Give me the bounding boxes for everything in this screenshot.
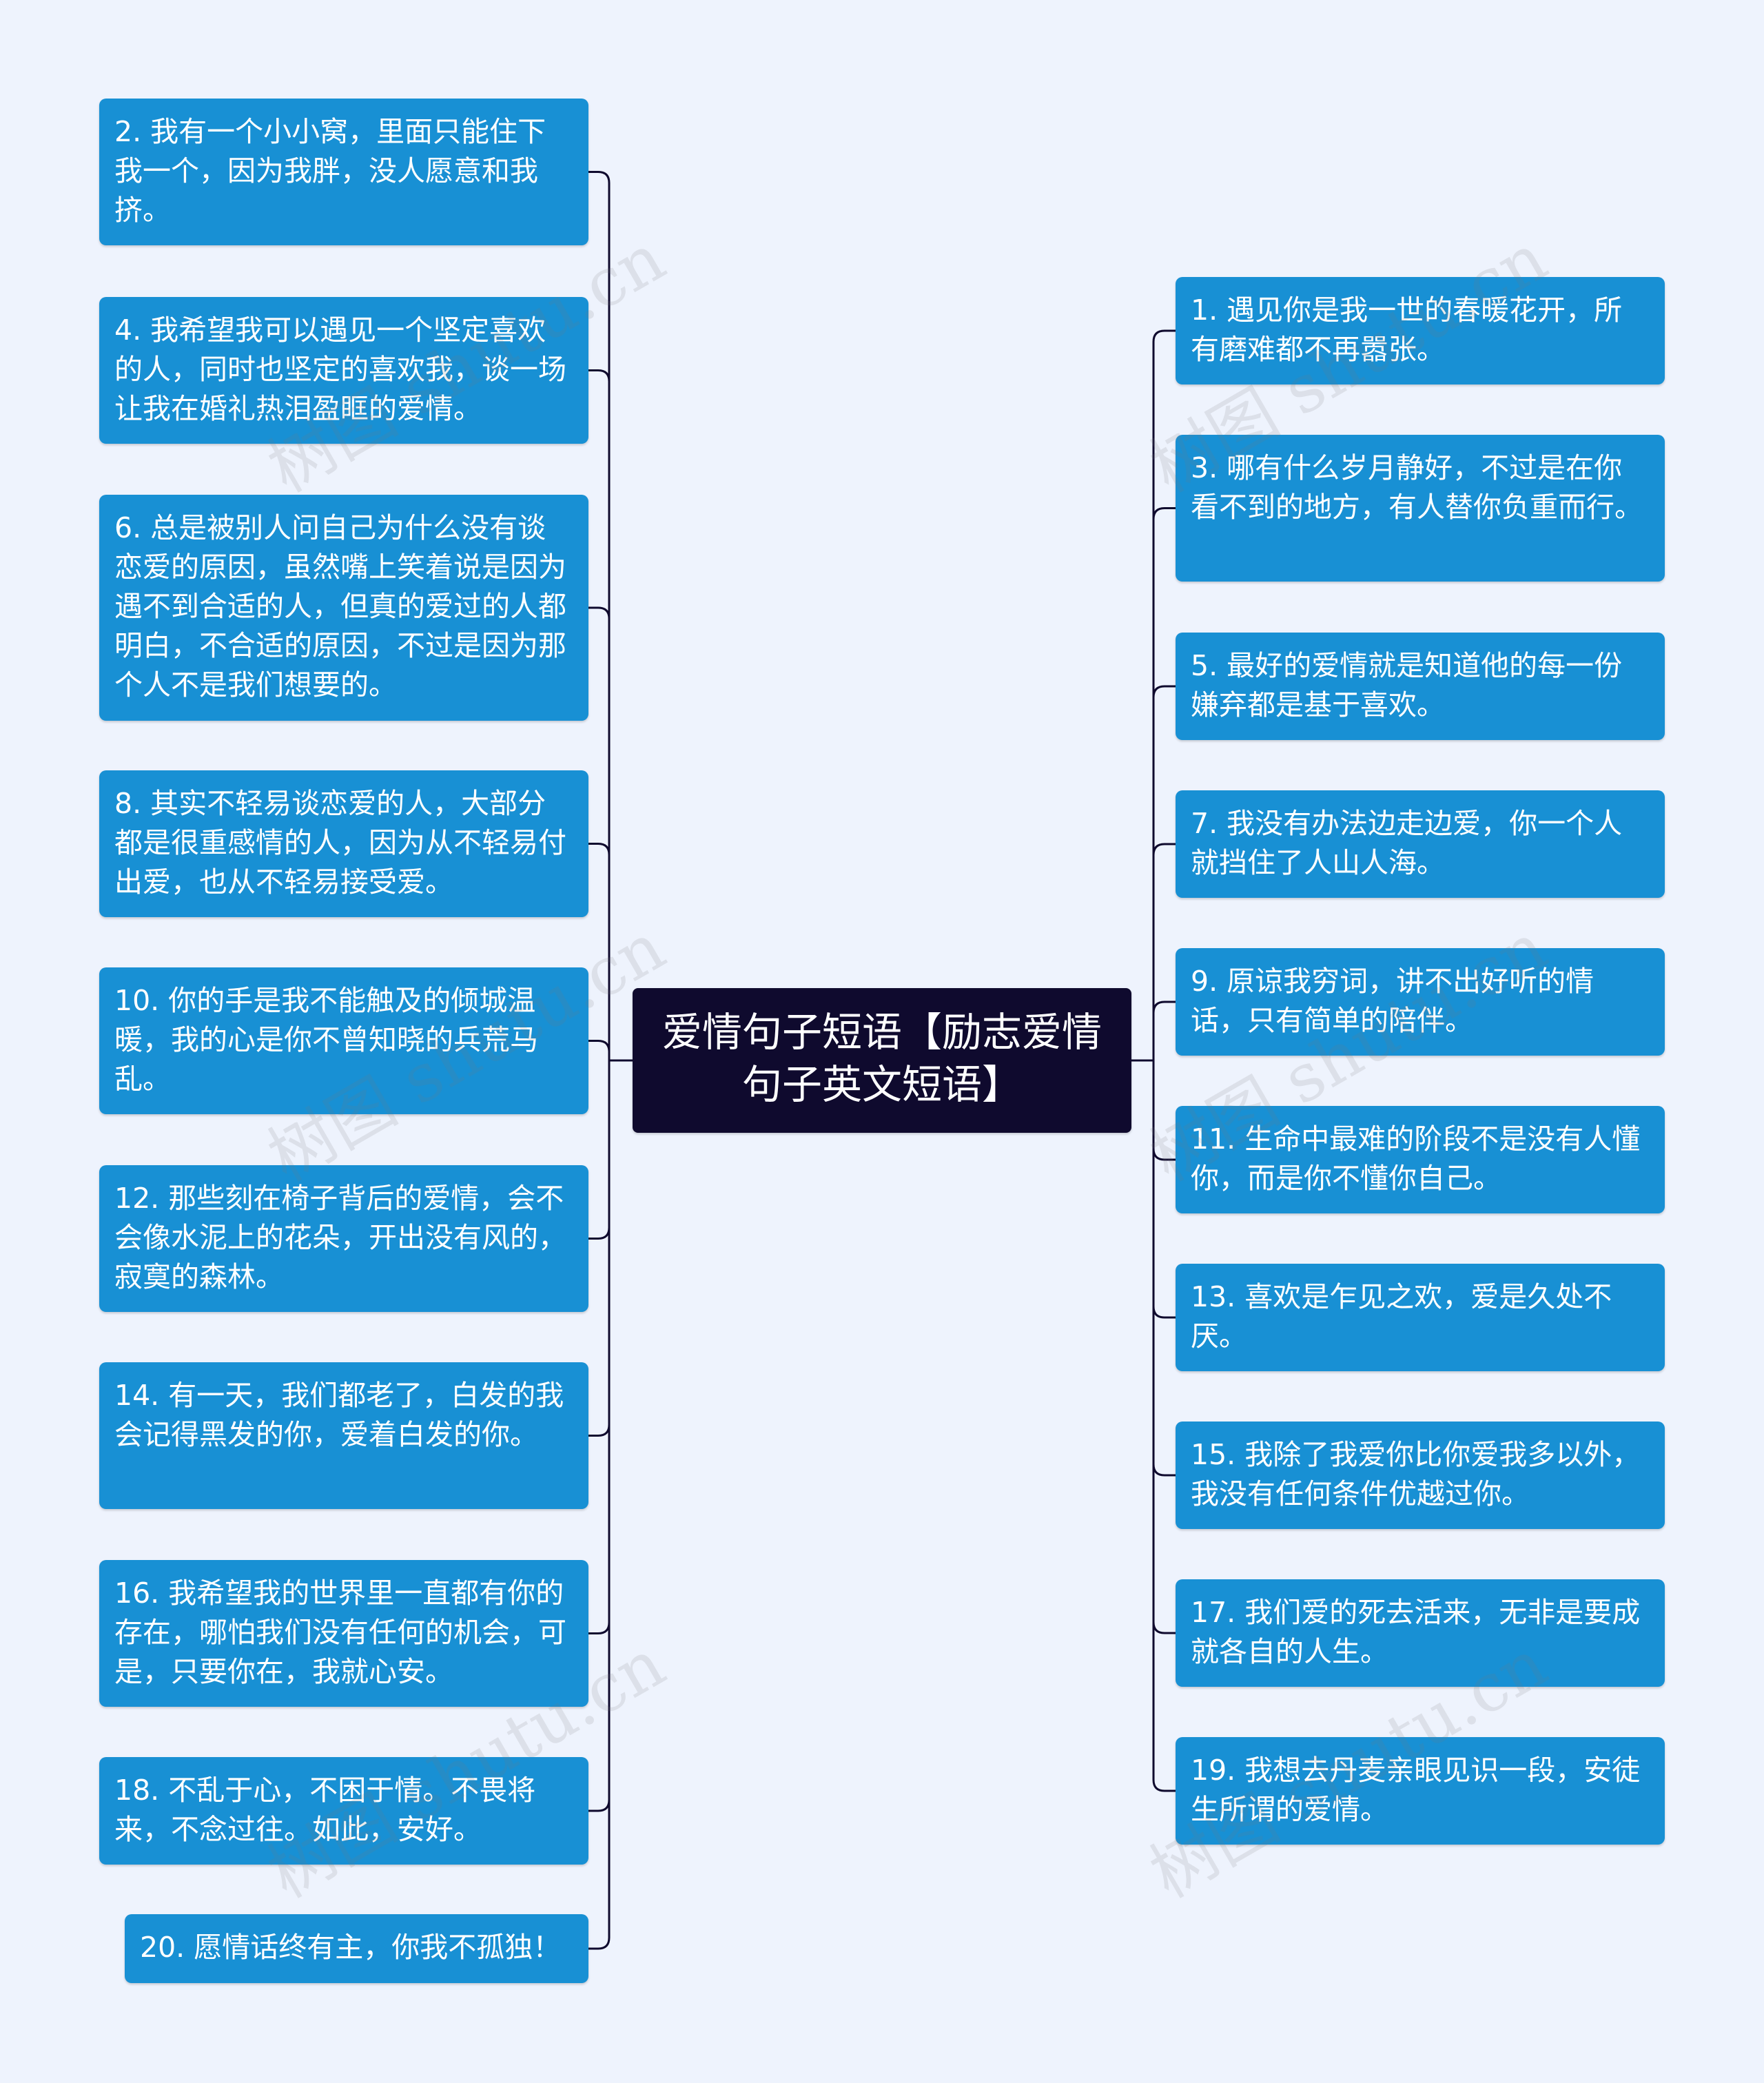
branch-node-12[interactable]: 12. 那些刻在椅子背后的爱情，会不会像水泥上的花朵，开出没有风的，寂寞的森林。 xyxy=(99,1165,588,1312)
central-topic-text: 爱情句子短语【励志爱情句子英文短语】 xyxy=(662,1009,1102,1108)
branch-node-5[interactable]: 5. 最好的爱情就是知道他的每一份嫌弃都是基于喜欢。 xyxy=(1176,633,1665,740)
node-text: 17. 我们爱的死去活来，无非是要成就各自的人生。 xyxy=(1191,1596,1641,1668)
right-connector-line xyxy=(1152,329,1176,1060)
left-connector-line xyxy=(588,1060,611,1240)
branch-node-13[interactable]: 13. 喜欢是乍见之欢，爱是久处不厌。 xyxy=(1176,1264,1665,1371)
branch-node-17[interactable]: 17. 我们爱的死去活来，无非是要成就各自的人生。 xyxy=(1176,1579,1665,1687)
branch-node-8[interactable]: 8. 其实不轻易谈恋爱的人，大部分都是很重感情的人，因为从不轻易付出爱，也从不轻… xyxy=(99,770,588,917)
right-connector-line xyxy=(1152,1060,1176,1634)
node-text: 7. 我没有办法边走边爱，你一个人就挡住了人山人海。 xyxy=(1191,807,1623,879)
node-text: 10. 你的手是我不能触及的倾城温暖，我的心是你不曾知晓的兵荒马乱。 xyxy=(114,984,538,1096)
node-text: 9. 原谅我穷词，讲不出好听的情话，只有简单的陪伴。 xyxy=(1191,965,1594,1037)
branch-node-16[interactable]: 16. 我希望我的世界里一直都有你的存在，哪怕我们没有任何的机会，可是，只要你在… xyxy=(99,1560,588,1707)
branch-node-14[interactable]: 14. 有一天，我们都老了，白发的我会记得黑发的你，爱着白发的你。 xyxy=(99,1362,588,1509)
node-text: 4. 我希望我可以遇见一个坚定喜欢的人，同时也坚定的喜欢我，谈一场让我在婚礼热泪… xyxy=(114,314,566,425)
branch-node-7[interactable]: 7. 我没有办法边走边爱，你一个人就挡住了人山人海。 xyxy=(1176,790,1665,898)
left-connector-line xyxy=(588,843,611,1060)
branch-node-18[interactable]: 18. 不乱于心，不困于情。不畏将来，不念过往。如此，安好。 xyxy=(99,1757,588,1865)
node-text: 20. 愿情话终有主，你我不孤独！ xyxy=(140,1931,562,1964)
branch-node-11[interactable]: 11. 生命中最难的阶段不是没有人懂你，而是你不懂你自己。 xyxy=(1176,1106,1665,1213)
right-connector-line xyxy=(1152,1001,1176,1060)
left-connector-line xyxy=(588,1040,611,1060)
branch-node-20[interactable]: 20. 愿情话终有主，你我不孤独！ xyxy=(125,1914,588,1983)
branch-node-3[interactable]: 3. 哪有什么岁月静好，不过是在你看不到的地方，有人替你负重而行。 xyxy=(1176,435,1665,582)
node-text: 13. 喜欢是乍见之欢，爱是久处不厌。 xyxy=(1191,1280,1612,1353)
node-text: 19. 我想去丹麦亲眼见识一段，安徒生所谓的爱情。 xyxy=(1191,1754,1641,1826)
left-connector-line xyxy=(588,1060,611,1634)
branch-node-1[interactable]: 1. 遇见你是我一世的春暖花开，所有磨难都不再嚣张。 xyxy=(1176,277,1665,384)
right-connector-line xyxy=(1152,1060,1176,1792)
branch-node-6[interactable]: 6. 总是被别人问自己为什么没有谈恋爱的原因，虽然嘴上笑着说是因为遇不到合适的人… xyxy=(99,495,588,721)
left-connector-line xyxy=(588,369,611,1060)
left-connector-line xyxy=(588,171,611,1060)
node-text: 12. 那些刻在椅子背后的爱情，会不会像水泥上的花朵，开出没有风的，寂寞的森林。 xyxy=(114,1182,566,1293)
branch-node-19[interactable]: 19. 我想去丹麦亲眼见识一段，安徒生所谓的爱情。 xyxy=(1176,1737,1665,1845)
right-connector-line xyxy=(1152,1060,1176,1477)
node-text: 11. 生命中最难的阶段不是没有人懂你，而是你不懂你自己。 xyxy=(1191,1122,1641,1195)
branch-node-10[interactable]: 10. 你的手是我不能触及的倾城温暖，我的心是你不曾知晓的兵荒马乱。 xyxy=(99,967,588,1114)
right-connector-line xyxy=(1152,843,1176,1060)
central-topic[interactable]: 爱情句子短语【励志爱情句子英文短语】 xyxy=(633,988,1131,1133)
left-connector-line xyxy=(588,1060,611,1950)
node-text: 14. 有一天，我们都老了，白发的我会记得黑发的你，爱着白发的你。 xyxy=(114,1379,564,1451)
right-connector-line xyxy=(1152,1060,1176,1319)
node-text: 6. 总是被别人问自己为什么没有谈恋爱的原因，虽然嘴上笑着说是因为遇不到合适的人… xyxy=(114,511,566,701)
node-text: 18. 不乱于心，不困于情。不畏将来，不念过往。如此，安好。 xyxy=(114,1774,536,1846)
right-connector-line xyxy=(1152,1060,1176,1161)
node-text: 16. 我希望我的世界里一直都有你的存在，哪怕我们没有任何的机会，可是，只要你在… xyxy=(114,1577,566,1688)
branch-node-9[interactable]: 9. 原谅我穷词，讲不出好听的情话，只有简单的陪伴。 xyxy=(1176,948,1665,1056)
node-text: 15. 我除了我爱你比你爱我多以外，我没有任何条件优越过你。 xyxy=(1191,1438,1641,1510)
node-text: 5. 最好的爱情就是知道他的每一份嫌弃都是基于喜欢。 xyxy=(1191,649,1623,721)
node-text: 2. 我有一个小小窝，里面只能住下我一个，因为我胖，没人愿意和我挤。 xyxy=(114,115,546,227)
right-connector-line xyxy=(1152,507,1176,1060)
branch-node-2[interactable]: 2. 我有一个小小窝，里面只能住下我一个，因为我胖，没人愿意和我挤。 xyxy=(99,99,588,245)
node-text: 8. 其实不轻易谈恋爱的人，大部分都是很重感情的人，因为从不轻易付出爱，也从不轻… xyxy=(114,787,566,899)
left-connector-line xyxy=(588,606,611,1060)
left-connector-line xyxy=(588,1060,611,1437)
branch-node-15[interactable]: 15. 我除了我爱你比你爱我多以外，我没有任何条件优越过你。 xyxy=(1176,1422,1665,1529)
right-connector-line xyxy=(1152,685,1176,1060)
node-text: 3. 哪有什么岁月静好，不过是在你看不到的地方，有人替你负重而行。 xyxy=(1191,451,1643,524)
node-text: 1. 遇见你是我一世的春暖花开，所有磨难都不再嚣张。 xyxy=(1191,294,1623,366)
branch-node-4[interactable]: 4. 我希望我可以遇见一个坚定喜欢的人，同时也坚定的喜欢我，谈一场让我在婚礼热泪… xyxy=(99,297,588,444)
